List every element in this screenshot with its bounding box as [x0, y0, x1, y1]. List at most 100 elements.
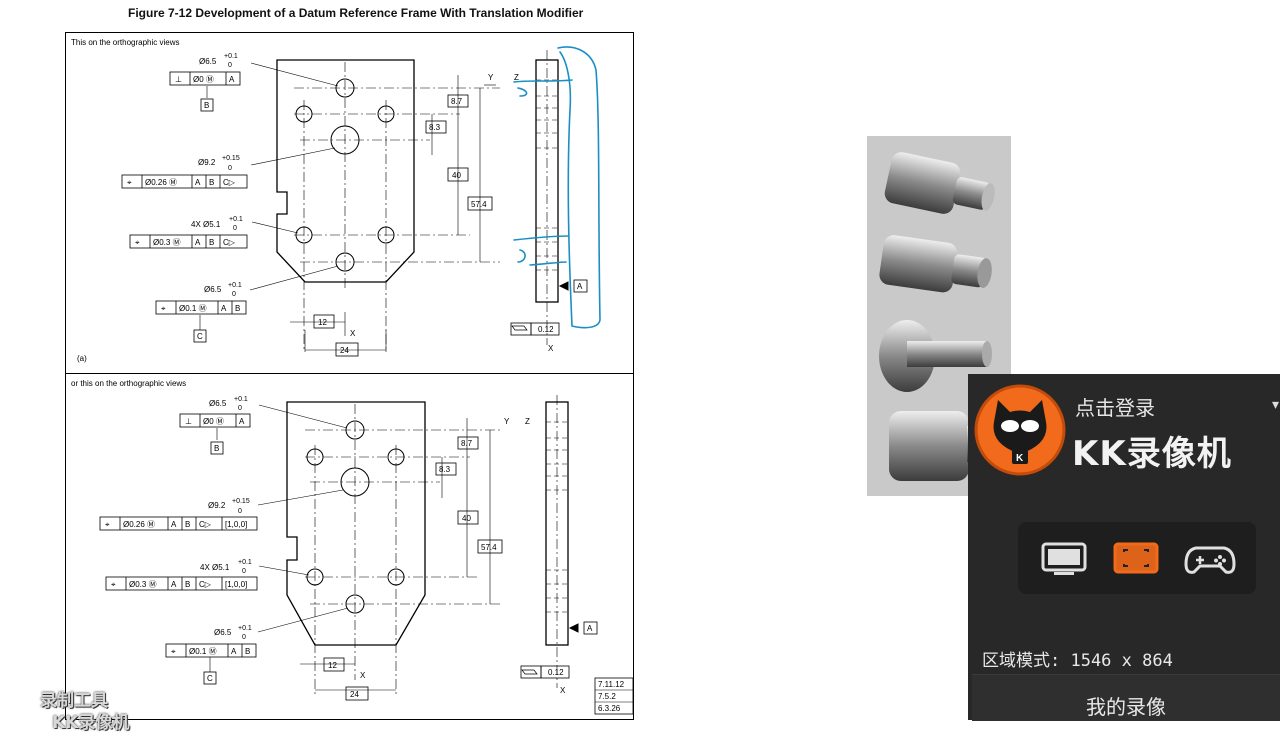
- fcf-symbol: ⊥: [185, 417, 192, 426]
- tol-lower: 0: [233, 225, 237, 232]
- tol-upper: +0.1: [238, 625, 252, 632]
- panel-a-label: (a): [77, 354, 87, 363]
- dim-24: 24: [350, 690, 359, 699]
- mode-selector: [1018, 522, 1256, 594]
- fcf-translation: [1,0,0]: [225, 580, 247, 589]
- fcf-datum: B: [235, 304, 240, 313]
- dim-12: 12: [328, 661, 337, 670]
- ref-section: 7.5.2: [598, 692, 616, 701]
- my-recordings-button[interactable]: 我的录像: [972, 674, 1280, 721]
- callout-4x-hole: 4X Ø5.1: [191, 220, 221, 229]
- axis-z-label: Z: [525, 417, 530, 426]
- dim-8-3: 8.3: [439, 465, 451, 474]
- fcf-symbol: ⌖: [135, 238, 140, 247]
- tol-upper: +0.1: [234, 396, 248, 403]
- ref-section: 7.11.12: [598, 680, 625, 689]
- tol-lower: 0: [242, 634, 246, 641]
- kk-recorder-panel: K 点击登录 ▾ KK录像机 区域模式: [968, 374, 1280, 721]
- fcf-symbol: ⌖: [111, 580, 116, 589]
- datum-a-label: A: [587, 624, 593, 633]
- dim-57-4: 57.4: [481, 543, 497, 552]
- watermark-line2: KK录像机: [52, 713, 130, 733]
- login-link[interactable]: 点击登录: [1075, 396, 1155, 420]
- app-name: KK录像机: [1072, 434, 1232, 474]
- flatness-value: 0.12: [538, 325, 554, 334]
- fcf-datum: C▷: [223, 178, 236, 187]
- fcf-datum: A: [195, 178, 201, 187]
- datum-b-label: B: [204, 101, 209, 110]
- fcf-tolerance: Ø0 Ⓜ: [193, 75, 214, 84]
- axis-z-label: Z: [514, 73, 519, 82]
- tol-lower: 0: [238, 508, 242, 515]
- axis-y-label: Y: [488, 73, 494, 82]
- screen-mode-button[interactable]: [1040, 540, 1088, 578]
- game-mode-button[interactable]: [1184, 540, 1236, 578]
- fcf-datum: B: [245, 647, 250, 656]
- fcf-tolerance: Ø0.3 Ⓜ: [129, 580, 157, 589]
- fcf-translation: [1,0,0]: [225, 520, 247, 529]
- tol-lower: 0: [228, 62, 232, 69]
- my-recordings-label: 我的录像: [1086, 695, 1166, 719]
- tol-lower: 0: [238, 405, 242, 412]
- flatness-value: 0.12: [548, 668, 564, 677]
- fcf-tolerance: Ø0 Ⓜ: [203, 417, 224, 426]
- watermark-line1: 录制工具: [40, 691, 108, 711]
- region-mode-button[interactable]: [1112, 540, 1160, 578]
- fcf-symbol: ⌖: [171, 647, 176, 656]
- fcf-datum: B: [209, 238, 214, 247]
- dim-8-7: 8.7: [451, 97, 463, 106]
- callout-4x-hole: 4X Ø5.1: [200, 563, 230, 572]
- datum-c-label: C: [197, 332, 203, 341]
- axis-x-label: X: [560, 686, 566, 695]
- monitor-icon: [1041, 542, 1087, 575]
- dim-40: 40: [462, 514, 471, 523]
- fcf-tolerance: Ø0.26 Ⓜ: [145, 178, 177, 187]
- fcf-datum: C▷: [199, 580, 212, 589]
- fcf-datum: A: [171, 520, 177, 529]
- panel-b-caption: or this on the orthographic views: [71, 379, 186, 388]
- gamepad-icon: [1184, 546, 1236, 574]
- axis-y-label: Y: [504, 417, 510, 426]
- callout-big-hole: Ø9.2: [208, 501, 226, 510]
- svg-text:K: K: [1016, 453, 1024, 464]
- dim-8-3: 8.3: [429, 123, 441, 132]
- dim-12: 12: [318, 318, 327, 327]
- fcf-datum: A: [221, 304, 227, 313]
- tol-lower: 0: [242, 568, 246, 575]
- datum-b-label: B: [214, 444, 219, 453]
- callout-bottom-hole: Ø6.5: [214, 628, 232, 637]
- fcf-datum: B: [185, 580, 190, 589]
- fcf-datum: A: [229, 75, 235, 84]
- tol-lower: 0: [228, 165, 232, 172]
- tol-upper: +0.1: [229, 216, 243, 223]
- chevron-down-icon[interactable]: ▾: [1272, 396, 1280, 412]
- dim-8-7: 8.7: [461, 439, 473, 448]
- axis-x-label: X: [548, 344, 554, 353]
- dim-40: 40: [452, 171, 461, 180]
- tol-upper: +0.1: [228, 282, 242, 289]
- fcf-symbol: ⌖: [127, 178, 132, 187]
- tol-upper: +0.15: [232, 498, 250, 505]
- fcf-datum: C▷: [199, 520, 212, 529]
- fcf-symbol: ⌖: [161, 304, 166, 313]
- callout-top-hole: Ø6.5: [199, 57, 217, 66]
- fcf-datum: C▷: [223, 238, 236, 247]
- technical-drawing: This on the orthographic views (a): [65, 32, 634, 720]
- ref-section: 6.3.26: [598, 704, 621, 713]
- fcf-tolerance: Ø0.3 Ⓜ: [153, 238, 181, 247]
- kk-logo-icon: K: [974, 384, 1066, 476]
- fcf-datum: B: [185, 520, 190, 529]
- fcf-symbol: ⌖: [105, 520, 110, 529]
- area-mode-label: 区域模式: 1546 x 864: [982, 651, 1173, 671]
- fcf-datum: A: [195, 238, 201, 247]
- datum-c-label: C: [207, 674, 213, 683]
- callout-top-hole: Ø6.5: [209, 399, 227, 408]
- dim-24: 24: [340, 346, 349, 355]
- axis-x-label: X: [350, 329, 356, 338]
- region-capture-icon: [1113, 542, 1159, 574]
- figure-title: Figure 7-12 Development of a Datum Refer…: [128, 6, 584, 20]
- fcf-symbol: ⊥: [175, 75, 182, 84]
- fcf-datum: A: [239, 417, 245, 426]
- fcf-datum: A: [231, 647, 237, 656]
